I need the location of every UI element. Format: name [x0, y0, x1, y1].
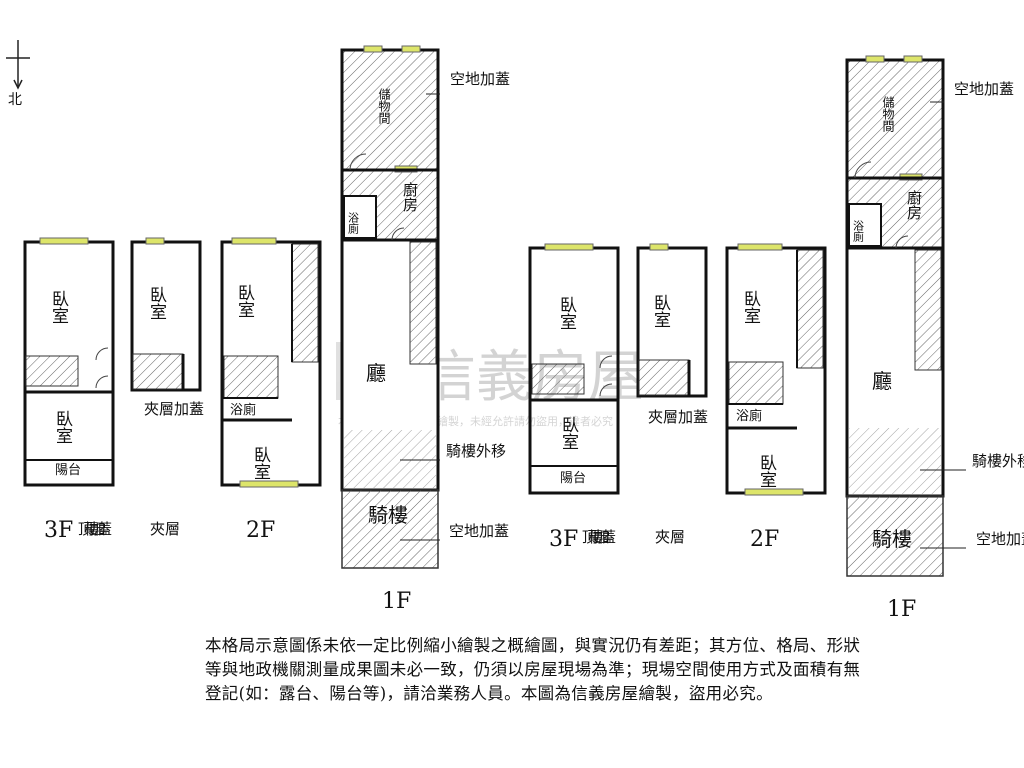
disclaimer-text: 本格局示意圖係未依一定比例縮小繪製之概繪圖，與實況仍有差距；其方位、格局、形狀等… [205, 636, 861, 703]
roof-add-label: 頂樓加蓋 [78, 520, 112, 538]
room-arcade: 騎樓 [368, 503, 408, 527]
plan-2f-right: 臥室 浴廁 臥室 [725, 243, 827, 496]
floor-label-mezz: 夾層 [150, 520, 180, 538]
room-storage: 儲物間 [377, 88, 391, 124]
vacant-add-label: 空地加蓋 [450, 70, 510, 88]
room-bedroom: 臥室 [250, 446, 270, 480]
arcade-move-label: 騎樓外移 [972, 452, 1024, 470]
room-bedroom: 臥室 [48, 290, 68, 324]
floor-label-3f: 3F [549, 527, 578, 552]
room-kitchen: 廚房 [401, 181, 419, 212]
roof-add-label: 頂樓加蓋 [582, 528, 616, 546]
floor-label-1f: 1F [382, 589, 411, 614]
room-arcade: 騎樓 [872, 527, 912, 551]
room-living: 廳 [872, 369, 892, 393]
room-bedroom: 臥室 [556, 296, 576, 330]
room-kitchen: 廚房 [905, 189, 923, 220]
room-bedroom: 臥室 [740, 290, 760, 324]
north-arrow: 北 [6, 40, 30, 108]
room-balcony: 陽台 [560, 471, 586, 486]
floor-label-1f: 1F [887, 597, 916, 622]
plan-3f-right: 臥室 臥室 陽台 [528, 243, 620, 495]
plan-mezz-right: 臥室 [636, 243, 708, 398]
vacant-add-label: 空地加蓋 [449, 522, 509, 540]
room-bedroom: 臥室 [234, 284, 254, 318]
floor-label-mezz: 夾層 [655, 528, 685, 546]
room-living: 廳 [366, 361, 386, 385]
room-bedroom: 臥室 [558, 416, 578, 450]
room-bath: 浴廁 [347, 212, 360, 235]
plan-3f-left: 臥室 臥室 陽台 [23, 237, 115, 487]
plan-mezz-left: 臥室 [130, 237, 202, 392]
room-storage: 儲物間 [881, 96, 895, 132]
plan-2f-left: 臥室 浴廁 臥室 [220, 237, 322, 488]
vacant-add-label: 空地加蓋 [954, 80, 1014, 98]
plan-1f-left: 儲物間 廚房 浴廁 廳 騎樓 [340, 45, 440, 569]
room-bedroom: 臥室 [756, 454, 776, 488]
room-bedroom: 臥室 [52, 410, 72, 444]
north-label: 北 [8, 92, 22, 108]
room-bath: 浴廁 [852, 220, 865, 243]
floor-label-2f: 2F [246, 518, 275, 543]
arcade-move-label: 騎樓外移 [446, 442, 506, 460]
room-bedroom: 臥室 [650, 294, 670, 328]
plan-1f-right: 儲物間 廚房 浴廁 廳 騎樓 [845, 55, 945, 577]
vacant-add-label: 空地加蓋 [976, 530, 1024, 548]
room-bedroom: 臥室 [146, 286, 166, 320]
mezz-add-label: 夾層加蓋 [144, 400, 204, 418]
room-bath: 浴廁 [736, 408, 762, 424]
floor-label-3f: 3F [44, 518, 73, 543]
floor-label-2f: 2F [750, 527, 779, 552]
room-bath: 浴廁 [230, 402, 256, 418]
room-balcony: 陽台 [55, 463, 81, 478]
mezz-add-label: 夾層加蓋 [648, 408, 708, 426]
